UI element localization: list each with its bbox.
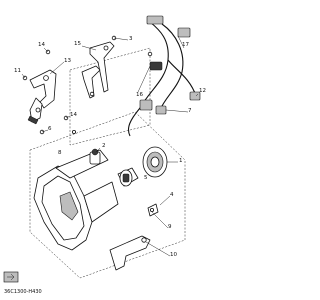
headlight-bulb: [117, 167, 139, 187]
callout-4: 4: [170, 192, 174, 198]
callout-9: 9: [168, 224, 172, 230]
callout-10: 10: [170, 252, 177, 258]
bulb-cover: [142, 146, 168, 178]
callout-8: 8: [58, 150, 62, 156]
headlight-unit: [33, 149, 119, 251]
upper-left-bracket: [27, 69, 57, 125]
headlight-assembly-frame: [29, 111, 186, 279]
callout-13: 13: [64, 58, 71, 64]
callout-11: 11: [14, 68, 21, 74]
callout-15: 15: [74, 41, 81, 47]
headlight-stay: [81, 41, 115, 99]
callout-14-upper: 14: [38, 42, 45, 48]
callout-7: 7: [188, 108, 192, 114]
callout-17: 17: [182, 42, 189, 48]
callout-14-lower: 14: [70, 112, 77, 118]
sub-wire-harness: [127, 15, 201, 137]
callout-1: 1: [179, 158, 183, 164]
adjuster-bracket: [109, 203, 159, 271]
callout-6: 6: [48, 126, 52, 132]
headlight-exploded-diagram: [3, 15, 201, 283]
auxiliary-light-bulb: [89, 148, 101, 165]
callout-16: 16: [136, 92, 143, 98]
callout-3: 3: [129, 36, 133, 42]
callout-2: 2: [102, 143, 106, 149]
diagram-code: 36C1300-H430: [4, 289, 42, 295]
upper-assembly-frame: [69, 47, 151, 146]
callout-leaders: [21, 35, 199, 257]
front-direction-icon: [3, 271, 19, 283]
callout-12: 12: [199, 88, 206, 94]
callout-5: 5: [144, 175, 148, 181]
